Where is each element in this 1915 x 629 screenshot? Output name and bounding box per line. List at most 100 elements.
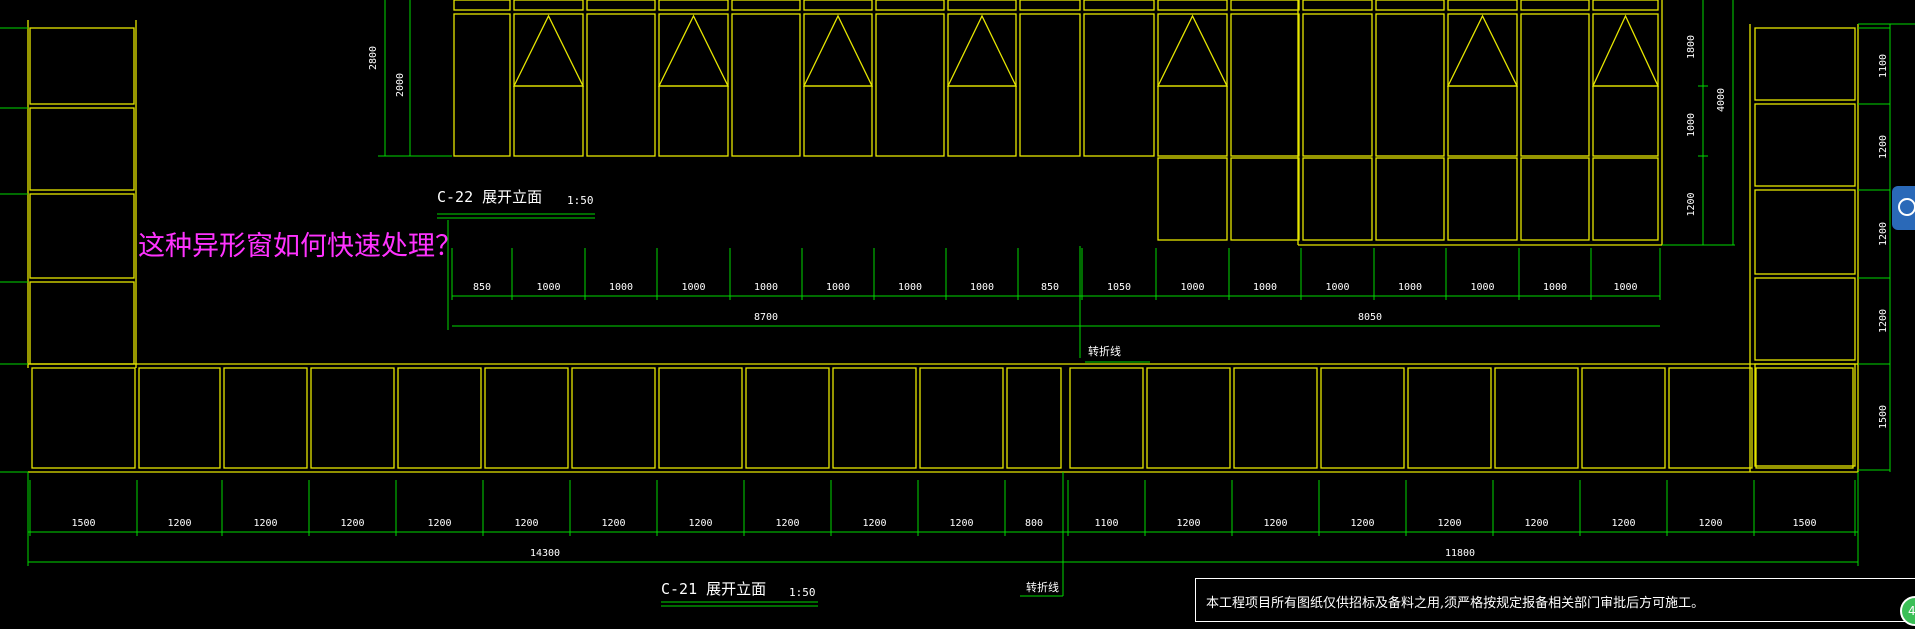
c21-width-label: 1200: [949, 518, 973, 529]
c21-width-label: 1500: [71, 518, 95, 529]
search-icon: [1898, 198, 1915, 216]
c21-width-label: 1200: [253, 518, 277, 529]
c21-width-label: 1200: [1176, 518, 1200, 529]
c21-window-pane: [571, 367, 656, 469]
c21-width-label: 1100: [1094, 518, 1118, 529]
c21-subtotal-label: 14300: [530, 548, 560, 559]
c22-width-label: 1000: [754, 282, 778, 293]
c21-title: C-21 展开立面: [661, 580, 766, 598]
c22-window-transom: [658, 0, 729, 11]
floating-search-button[interactable]: [1892, 186, 1915, 230]
c22-window-pane: [1520, 13, 1590, 157]
c21-window-pane: [658, 367, 743, 469]
right-column-height-label: 1200: [1878, 309, 1889, 333]
c22-subtotal-label: 8050: [1358, 312, 1382, 323]
c22-window-pane: [1230, 13, 1300, 157]
c22-lower-window-pane: [1157, 157, 1228, 241]
c22-window-transom: [803, 0, 873, 11]
c22-triangle-vent: [1156, 14, 1229, 87]
c22-window-pane: [1157, 13, 1228, 157]
c22-width-label: 1000: [681, 282, 705, 293]
c22-height-label: 4000: [1716, 88, 1727, 112]
c22-title: C-22 展开立面: [437, 188, 542, 206]
c22-width-label: 1000: [609, 282, 633, 293]
c21-window-pane: [1069, 367, 1144, 469]
c22-width-label: 1050: [1107, 282, 1131, 293]
dimension-lines: [0, 0, 1915, 607]
right-column-window: [1754, 189, 1856, 275]
c22-lower-window-pane: [1447, 157, 1518, 241]
c22-window-pane: [1592, 13, 1659, 157]
c21-width-label: 1200: [862, 518, 886, 529]
c21-width-label: 1200: [1698, 518, 1722, 529]
c21-scale: 1:50: [789, 586, 816, 599]
right-column-height-label: 1100: [1878, 54, 1889, 78]
c22-lower-window-pane: [1375, 157, 1445, 241]
c22-width-label: 1000: [1543, 282, 1567, 293]
c21-width-label: 1200: [340, 518, 364, 529]
c22-width-label: 1000: [1470, 282, 1494, 293]
c22-window-pane: [586, 13, 656, 157]
c22-lower-window-pane: [1592, 157, 1659, 241]
c22-lower-window-pane: [1520, 157, 1590, 241]
c21-width-label: 1200: [775, 518, 799, 529]
notice-text: 本工程项目所有图纸仅供招标及备料之用,须严格按规定报备相关部门审批后方可施工。: [1206, 596, 1705, 611]
c22-window-transom: [1592, 0, 1659, 11]
c22-lower-window-pane: [1230, 157, 1300, 241]
c22-fold-label: 转折线: [1088, 344, 1121, 358]
right-column-window: [1754, 103, 1856, 187]
right-column-window: [1754, 277, 1856, 361]
c22-width-label: 1000: [898, 282, 922, 293]
c22-height-label: 1000: [1686, 113, 1697, 137]
c22-window-pane: [1302, 13, 1373, 157]
c22-triangle-vent: [1591, 14, 1660, 87]
c22-window-transom: [1083, 0, 1155, 11]
c21-window-pane: [1006, 367, 1062, 469]
c22-triangle-vent: [512, 14, 585, 87]
left-column-window: [29, 107, 135, 191]
right-column-height-label: 1200: [1878, 135, 1889, 159]
left-column-window: [29, 281, 135, 365]
c22-scale: 1:50: [567, 194, 594, 207]
c22-window-transom: [513, 0, 584, 11]
c22-window-transom: [1157, 0, 1228, 11]
c22-window-pane: [1375, 13, 1445, 157]
c22-width-label: 1000: [536, 282, 560, 293]
left-column-window: [29, 193, 135, 279]
c22-window-transom: [875, 0, 945, 11]
c22-window-transom: [1230, 0, 1300, 11]
c21-width-label: 1200: [167, 518, 191, 529]
c22-width-label: 850: [1041, 282, 1059, 293]
c22-window-transom: [731, 0, 801, 11]
c21-window-pane: [1755, 367, 1854, 469]
c21-width-label: 1200: [1350, 518, 1374, 529]
c22-window-transom: [1019, 0, 1081, 11]
c22-width-label: 1000: [1398, 282, 1422, 293]
c22-height-label: 1800: [1686, 35, 1697, 59]
c22-window-transom: [1447, 0, 1518, 11]
c21-window-pane: [832, 367, 917, 469]
c21-window-pane: [919, 367, 1004, 469]
c22-width-label: 1000: [1253, 282, 1277, 293]
c22-lower-window-pane: [1302, 157, 1373, 241]
c21-width-label: 1200: [601, 518, 625, 529]
c21-window-pane: [1494, 367, 1579, 469]
c22-triangle-vent: [1446, 14, 1519, 87]
c22-window-pane: [731, 13, 801, 157]
c21-window-pane: [1146, 367, 1231, 469]
c22-window-transom: [586, 0, 656, 11]
c21-window-pane: [397, 367, 482, 469]
c22-window-pane: [453, 13, 511, 157]
c22-window-pane: [875, 13, 945, 157]
c22-window-pane: [658, 13, 729, 157]
c21-width-label: 1200: [1524, 518, 1548, 529]
c22-window-transom: [1520, 0, 1590, 11]
c22-window-transom: [1302, 0, 1373, 11]
c22-width-label: 1000: [1180, 282, 1204, 293]
c22-window-pane: [513, 13, 584, 157]
c22-triangle-vent: [657, 14, 730, 87]
c22-height-label: 2800: [368, 46, 379, 70]
c22-subtotal-label: 8700: [754, 312, 778, 323]
c21-window-pane: [1407, 367, 1492, 469]
